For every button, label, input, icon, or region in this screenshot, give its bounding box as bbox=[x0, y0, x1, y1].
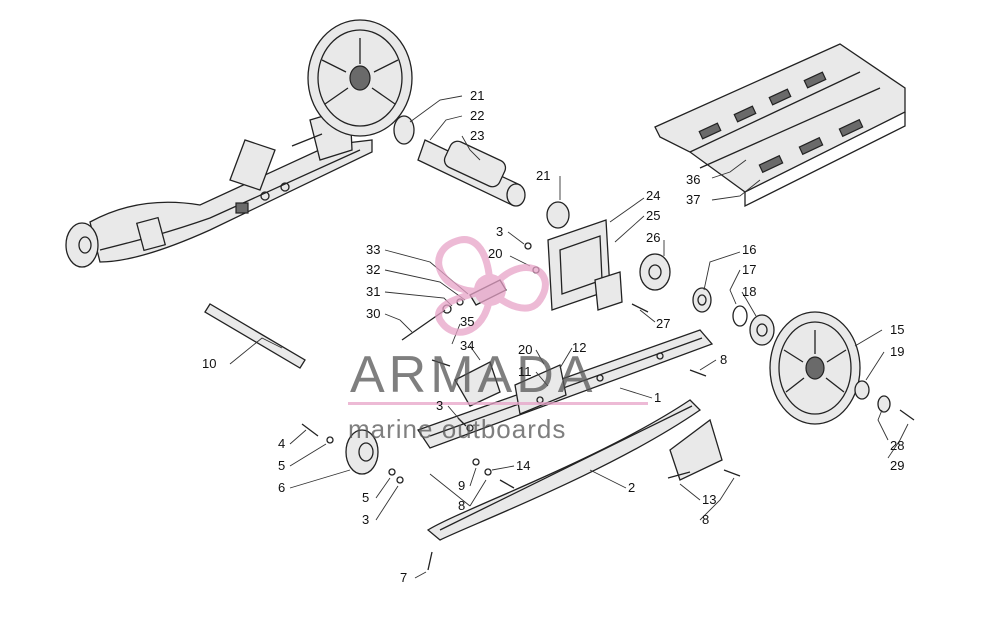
left-slide-rail bbox=[65, 107, 373, 268]
watermark-subtitle: marine outboards bbox=[348, 414, 566, 444]
callout-27: 27 bbox=[656, 316, 670, 331]
callout-31: 31 bbox=[366, 284, 380, 299]
callout-17: 17 bbox=[742, 262, 756, 277]
callout-8-right: 8 bbox=[720, 352, 727, 367]
callout-21-top: 21 bbox=[470, 88, 484, 103]
callout-20-mid: 20 bbox=[518, 342, 532, 357]
callout-1: 1 bbox=[654, 390, 661, 405]
callout-13: 13 bbox=[702, 492, 716, 507]
bearing-stack bbox=[639, 253, 775, 346]
callout-34: 34 bbox=[460, 338, 474, 353]
callout-19: 19 bbox=[890, 344, 904, 359]
callout-24: 24 bbox=[646, 188, 660, 203]
center-rail bbox=[416, 329, 714, 449]
front-idler-wheel bbox=[769, 311, 915, 425]
rear-bracket bbox=[667, 418, 741, 481]
callout-30: 30 bbox=[366, 306, 380, 321]
watermark-name: ARMADA bbox=[350, 346, 596, 404]
callout-28: 28 bbox=[890, 438, 904, 453]
callout-11: 11 bbox=[518, 364, 532, 379]
callout-10: 10 bbox=[202, 356, 216, 371]
callout-18: 18 bbox=[742, 284, 756, 299]
callout-23: 23 bbox=[470, 128, 484, 143]
callout-15: 15 bbox=[890, 322, 904, 337]
rail-bolt bbox=[291, 133, 323, 147]
callout-5-left: 5 bbox=[278, 458, 285, 473]
callout-16: 16 bbox=[742, 242, 756, 257]
rear-idler-wheel bbox=[307, 19, 413, 137]
cross-shaft bbox=[204, 303, 306, 369]
callout-14: 14 bbox=[516, 458, 530, 473]
callout-22: 22 bbox=[470, 108, 484, 123]
callout-2: 2 bbox=[628, 480, 635, 495]
mount-bracket bbox=[547, 219, 623, 311]
brand-watermark: ARMADA marine outboards bbox=[348, 236, 648, 444]
callouts: 21 22 23 21 24 25 26 3 20 33 32 31 30 27… bbox=[202, 88, 904, 585]
callout-5-right: 5 bbox=[362, 490, 369, 505]
callout-32: 32 bbox=[366, 262, 380, 277]
callout-35: 35 bbox=[460, 314, 474, 329]
callout-36: 36 bbox=[686, 172, 700, 187]
callout-26: 26 bbox=[646, 230, 660, 245]
track-belt bbox=[654, 43, 906, 208]
callout-29: 29 bbox=[890, 458, 904, 473]
slide-rail-runner bbox=[426, 399, 702, 541]
callout-4: 4 bbox=[278, 436, 285, 451]
callout-8-bottom: 8 bbox=[702, 512, 709, 527]
callout-21-mid: 21 bbox=[536, 168, 550, 183]
callout-9: 9 bbox=[458, 478, 465, 493]
idler-shaft-assembly bbox=[393, 115, 570, 229]
callout-25: 25 bbox=[646, 208, 660, 223]
callout-33: 33 bbox=[366, 242, 380, 257]
callout-37: 37 bbox=[686, 192, 700, 207]
callout-7: 7 bbox=[400, 570, 407, 585]
callout-8-left: 8 bbox=[458, 498, 465, 513]
callout-3-mid: 3 bbox=[436, 398, 443, 413]
propeller-logo bbox=[435, 236, 549, 336]
callout-3-bottom: 3 bbox=[362, 512, 369, 527]
callout-6: 6 bbox=[278, 480, 285, 495]
small-wheel-hardware bbox=[301, 417, 515, 571]
callout-20-top: 20 bbox=[488, 246, 502, 261]
callout-3-top: 3 bbox=[496, 224, 503, 239]
callout-12: 12 bbox=[572, 340, 586, 355]
